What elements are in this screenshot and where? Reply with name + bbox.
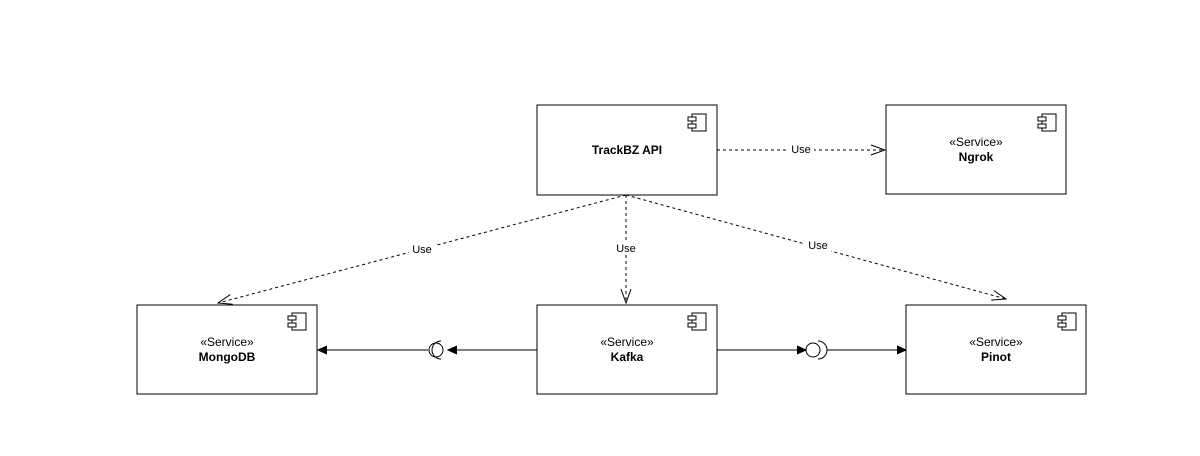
component-kafka[interactable]: «Service» Kafka [536, 304, 718, 395]
interface-kafka-mongodb [318, 340, 537, 360]
required-interface-socket [817, 340, 828, 360]
component-name: Ngrok [959, 150, 994, 164]
component-icon [1057, 312, 1077, 331]
edge-label-api-ngrok: Use [791, 144, 811, 156]
provided-interface-lollipop [805, 342, 821, 358]
provided-interface-lollipop [428, 342, 444, 358]
component-name: TrackBZ API [592, 143, 662, 157]
component-icon [1037, 113, 1057, 132]
edge-label-api-kafka: Use [616, 243, 636, 255]
edge-api-ngrok: Use [717, 143, 885, 156]
edge-api-kafka: Use [614, 195, 639, 303]
edge-api-pinot: Use [625, 194, 1006, 299]
component-name: Pinot [981, 350, 1011, 364]
component-ngrok[interactable]: «Service» Ngrok [885, 104, 1067, 195]
component-stereotype: «Service» [969, 335, 1023, 349]
component-trackbz-api[interactable]: TrackBZ API [536, 104, 718, 196]
component-stereotype: «Service» [600, 335, 654, 349]
required-interface-socket [431, 340, 442, 360]
component-stereotype: «Service» [949, 135, 1003, 149]
component-icon [687, 312, 707, 331]
component-icon [287, 312, 307, 331]
interface-kafka-pinot [717, 340, 906, 360]
component-name: Kafka [611, 350, 644, 364]
component-icon [687, 113, 707, 132]
component-pinot[interactable]: «Service» Pinot [905, 304, 1087, 395]
edge-label-api-mongodb: Use [412, 244, 432, 256]
edge-api-mongodb: Use [218, 194, 627, 303]
edge-label-api-pinot: Use [808, 240, 828, 252]
component-mongodb[interactable]: «Service» MongoDB [136, 304, 318, 395]
component-name: MongoDB [199, 350, 256, 364]
component-stereotype: «Service» [200, 335, 254, 349]
